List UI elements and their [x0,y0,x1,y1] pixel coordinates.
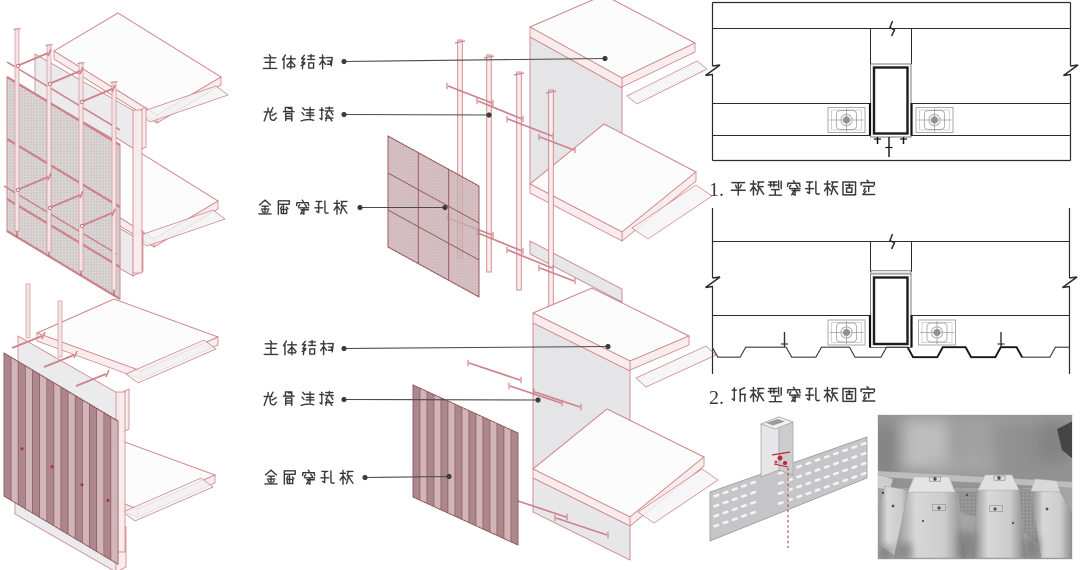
svg-text:2.: 2. [709,387,724,409]
svg-text:1.: 1. [709,179,724,201]
